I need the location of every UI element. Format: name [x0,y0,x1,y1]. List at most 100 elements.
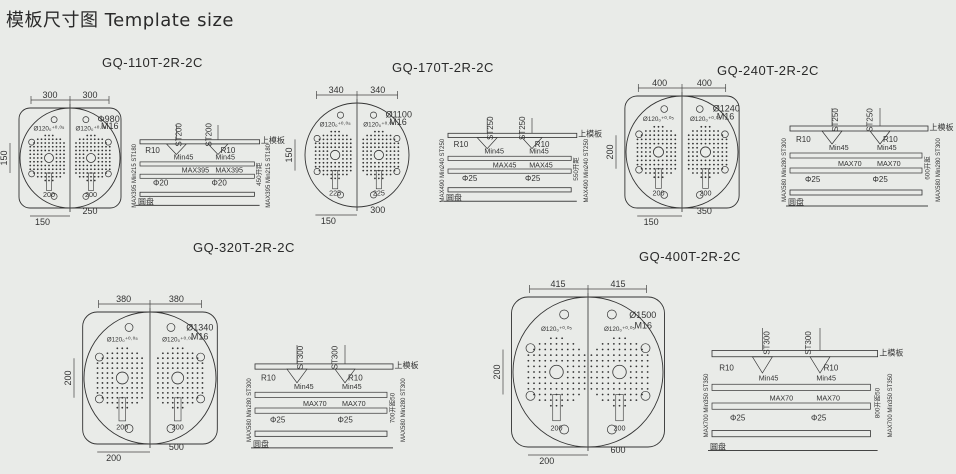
mount-hole [696,159,699,162]
mount-hole [40,149,43,152]
mount-hole [657,176,660,179]
mount-hole [612,354,615,357]
mount-hole [572,376,575,379]
mount-hole [533,371,535,373]
mount-hole [629,342,632,345]
mount-hole [366,169,369,172]
mount-hole [692,142,694,145]
mount-hole [86,134,89,137]
mount-hole [385,161,388,164]
mount-hole [661,142,664,145]
mount-hole [48,142,50,144]
mount-hole [141,357,143,360]
mount-hole [345,134,348,137]
mount-hole [636,151,639,153]
mount-hole [82,138,85,141]
mount-hole [725,142,728,145]
center-bore [373,149,384,161]
mount-hole [136,362,139,365]
bottom-dim-label: 250 [82,206,97,216]
mount-hole [665,142,668,145]
height-label: 200 [492,364,502,379]
mount-hole [583,354,586,357]
mount-hole [97,138,100,141]
mount-hole [63,142,65,144]
mount-hole [561,337,564,340]
mount-hole [161,352,164,355]
mount-hole [40,153,43,156]
mount-hole [713,159,715,162]
mount-hole [596,371,598,373]
mount-hole [555,359,558,362]
mount-hole [612,382,615,385]
bottom-label: 圆盘 [138,197,154,207]
mount-hole [101,145,104,148]
mount-hole [544,371,547,373]
mount-hole [687,155,690,158]
side-label: MAX395 Min215 ST180 [132,143,138,207]
mount-hole [692,159,694,162]
mount-hole [349,161,352,164]
mount-hole [533,359,535,362]
mount-hole [665,172,668,174]
mount-hole [326,146,329,149]
mount-hole [393,161,396,164]
stroke-label: ST300 [763,331,772,355]
mount-hole [326,150,329,153]
slot-outline [332,170,339,190]
bolt-hole [721,166,729,174]
mount-hole [105,149,107,152]
mount-hole [572,354,575,357]
mount-hole [90,142,92,144]
mount-hole [596,348,598,351]
mount-hole [393,154,396,156]
mount-hole [191,377,194,379]
mount-hole [181,396,184,399]
side-label: 700开距50 [389,392,397,423]
side-label: MAX580 Min280 ST300 [247,378,253,442]
mount-hole [578,354,580,357]
mount-hole [725,138,728,141]
mount-hole [393,158,396,160]
mount-hole [381,177,384,180]
model-title: GQ-320T-2R-2C [193,240,295,255]
mount-hole [377,130,380,133]
max-label: MAX395 [182,166,210,175]
mount-hole [75,145,77,148]
mount-hole [721,163,724,166]
mount-hole [90,179,92,182]
mount-hole [59,138,62,141]
mount-hole [33,153,35,156]
mount-hole [29,168,32,171]
mount-hole [590,354,593,357]
mount-hole [717,151,720,153]
mount-hole [533,376,535,379]
mount-hole [624,399,627,402]
mount-hole [653,134,656,137]
mount-hole [126,401,129,404]
mount-hole [646,365,649,368]
slot-dim-label: 200 [614,424,626,433]
mount-hole [696,142,699,145]
mount-hole [334,142,337,145]
mount-hole [635,348,638,351]
min-label: Min45 [342,382,362,391]
mount-hole [687,134,690,137]
mount-hole [349,158,352,160]
mount-hole [601,348,604,351]
bore-label: Ø120₀⁺⁰·⁰⁵ [690,116,721,123]
middle-plate [139,173,255,179]
mount-hole [527,354,530,357]
mount-hole [121,387,124,389]
mount-hole [322,161,325,164]
mount-hole [640,138,643,141]
bottom-dim-label: 350 [697,206,712,216]
mount-hole [561,354,564,357]
mount-hole [161,377,164,379]
mount-hole [397,146,400,149]
mount-hole [612,393,615,396]
mount-hole [370,173,372,176]
mount-hole [629,399,632,402]
mount-hole [345,142,348,145]
